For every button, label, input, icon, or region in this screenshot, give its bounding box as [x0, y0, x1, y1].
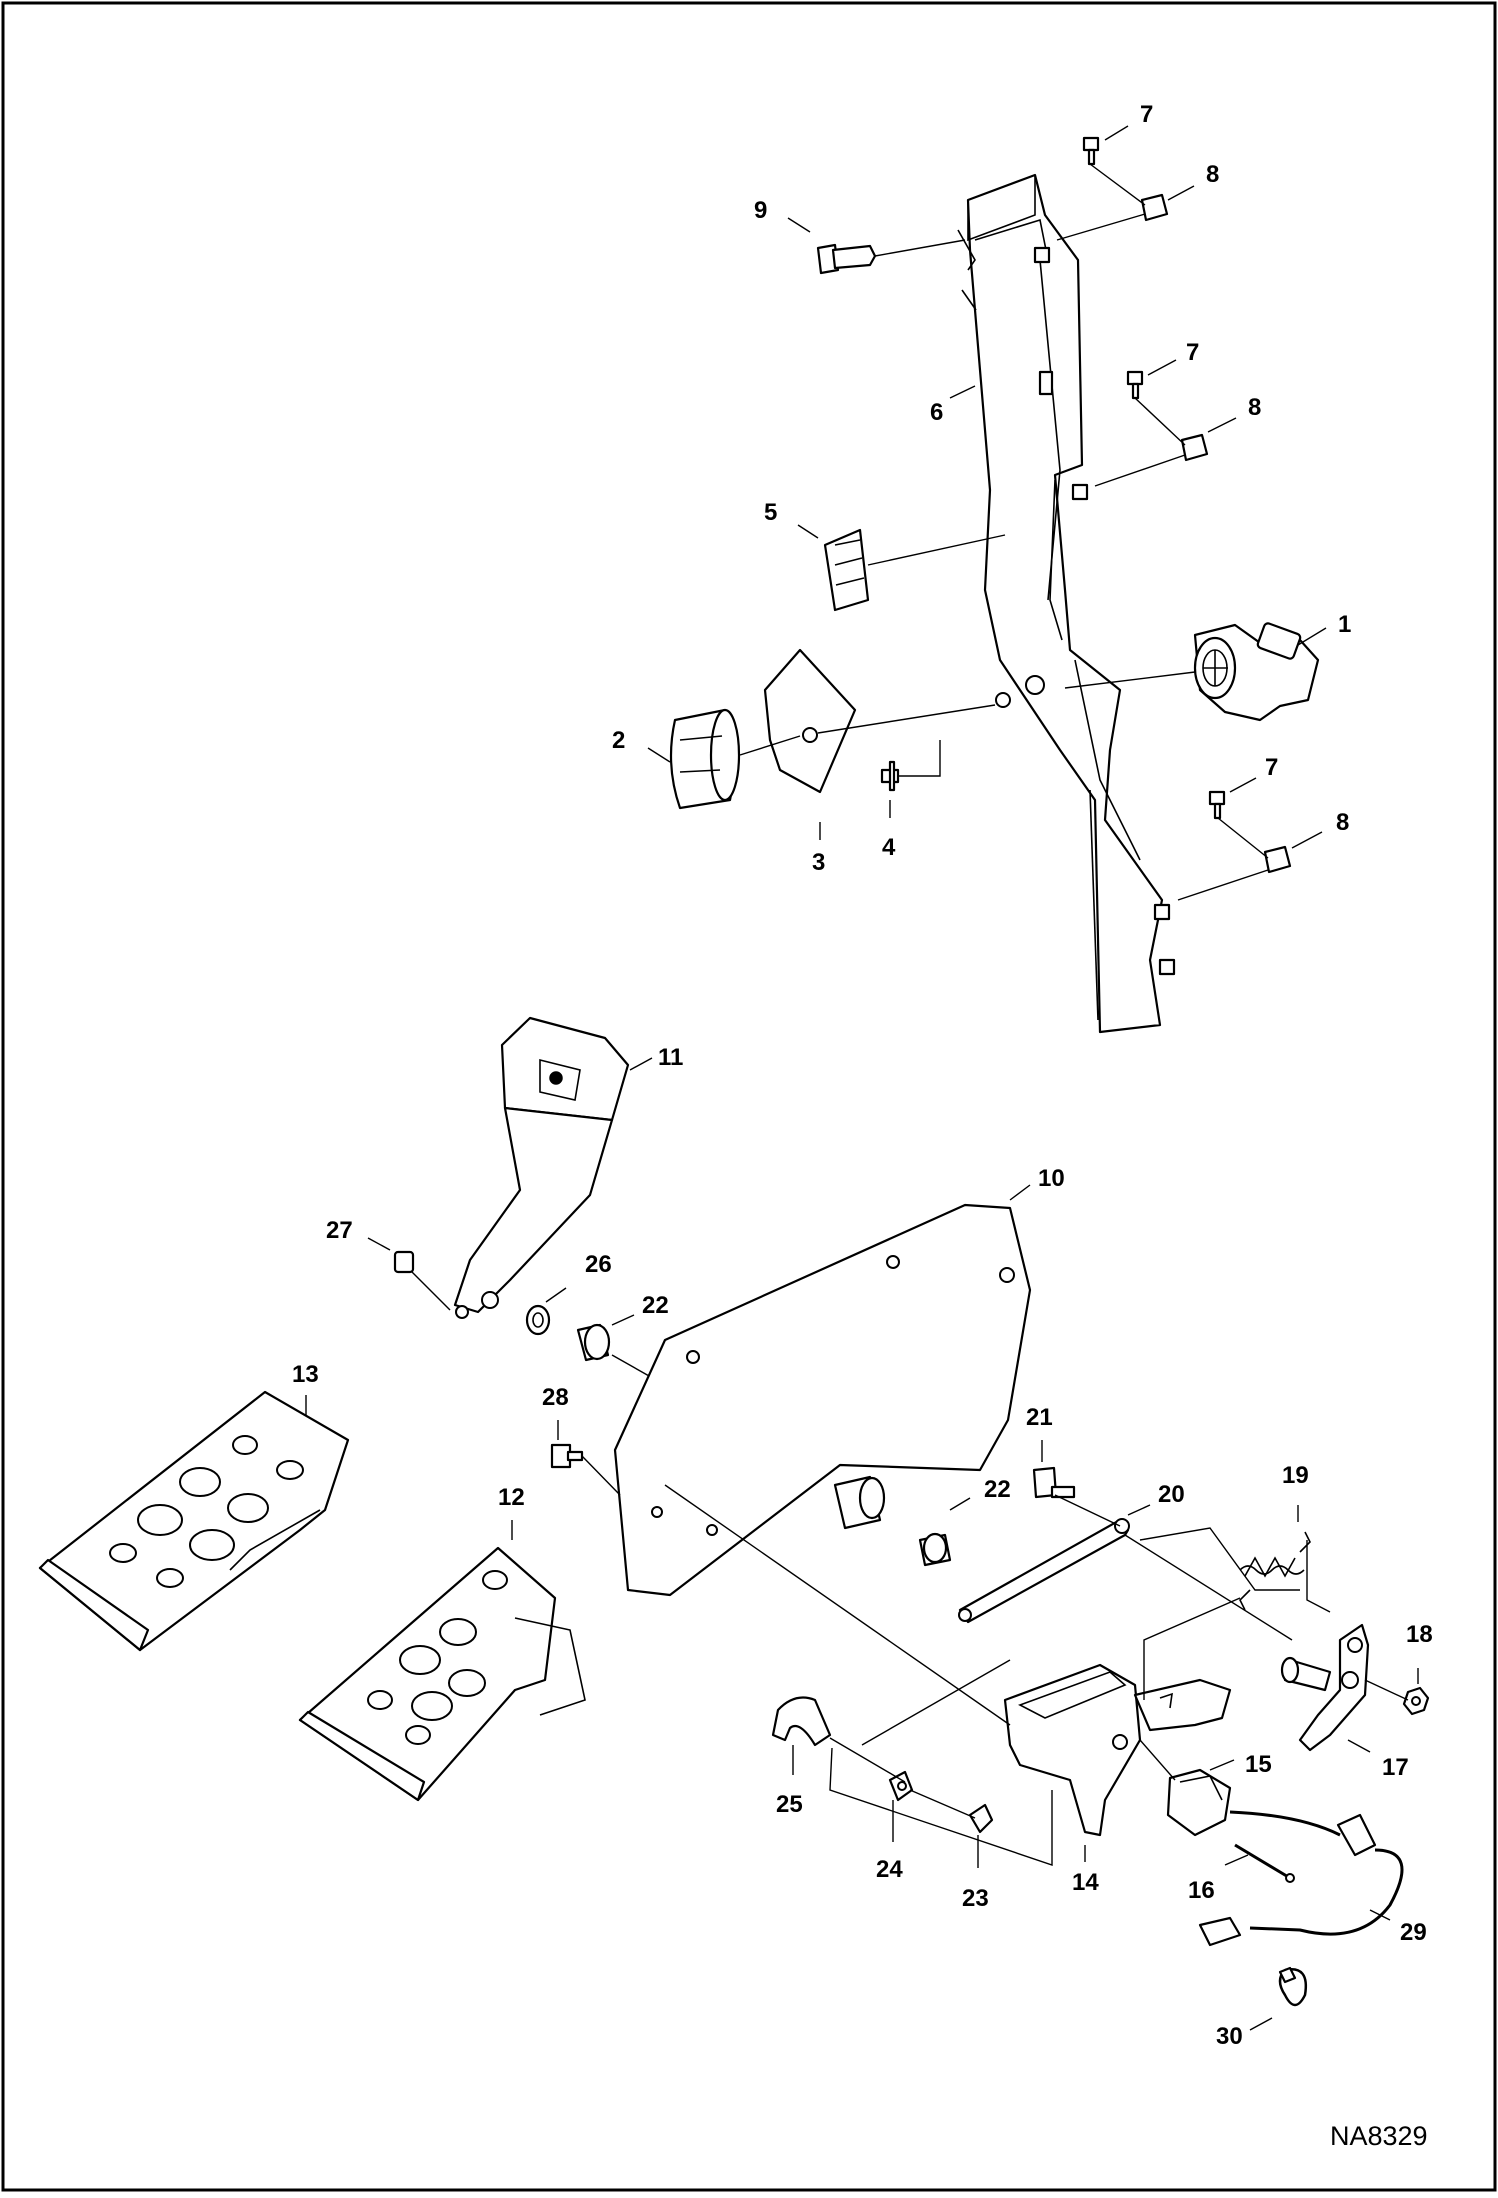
bracket-14	[1003, 1663, 1232, 1837]
callout-8-top: 8	[1206, 161, 1219, 188]
callout-3: 3	[812, 849, 825, 876]
bolt-9	[816, 239, 966, 275]
lower-assembly	[38, 1016, 1430, 2007]
callout-22-lower: 22	[984, 1476, 1011, 1503]
pedal-pad-13	[38, 1390, 350, 1652]
screw-4	[880, 740, 941, 792]
link-rod	[958, 1518, 1130, 1624]
callout-5: 5	[764, 499, 777, 526]
bolt-28	[550, 1443, 621, 1496]
drawing-id: NA8329	[1330, 2121, 1428, 2151]
callout-11: 11	[658, 1044, 683, 1071]
callout-13: 13	[292, 1361, 319, 1388]
callout-19: 19	[1282, 1462, 1309, 1489]
pedal-sensor	[1166, 1768, 1232, 1837]
bracket-column	[957, 173, 1176, 1034]
callout-7-top: 7	[1140, 101, 1153, 128]
fastener-set-middle	[1094, 370, 1209, 487]
callout-14: 14	[1072, 1869, 1099, 1896]
callout-9: 9	[754, 197, 767, 224]
callout-10: 10	[1038, 1165, 1065, 1192]
callout-15: 15	[1245, 1751, 1272, 1778]
callout-24: 24	[876, 1856, 903, 1883]
callout-4: 4	[882, 834, 896, 861]
callout-26: 26	[585, 1251, 612, 1278]
cable-tie	[1278, 1966, 1308, 2007]
sensor	[1064, 622, 1320, 722]
clip	[823, 528, 1006, 612]
callout-18: 18	[1406, 1621, 1433, 1648]
mounting-plate	[613, 1203, 1032, 1597]
pedal-pad-12	[298, 1546, 586, 1802]
callout-29: 29	[1400, 1919, 1427, 1946]
callout-2: 2	[612, 727, 625, 754]
pin-27	[393, 1250, 451, 1311]
callout-30: 30	[1216, 2023, 1243, 2050]
callout-17: 17	[1382, 1754, 1409, 1781]
spring	[1239, 1531, 1311, 1611]
callouts: 1 2 3 4 5 6 7 7 7 8 8 8 9	[292, 101, 1433, 2050]
bushing-upper	[576, 1323, 666, 1386]
callout-22-upper: 22	[642, 1292, 669, 1319]
ring-26	[525, 1304, 551, 1336]
callout-20: 20	[1158, 1481, 1185, 1508]
callout-16: 16	[1188, 1877, 1215, 1904]
callout-27: 27	[326, 1217, 353, 1244]
fastener-set-top	[1056, 136, 1169, 241]
callout-6: 6	[930, 399, 943, 426]
callout-7-bottom: 7	[1265, 754, 1278, 781]
upper-assembly	[669, 136, 1320, 1034]
callout-28: 28	[542, 1384, 569, 1411]
callout-23: 23	[962, 1885, 989, 1912]
bellcrank	[1280, 1623, 1370, 1752]
callout-8-middle: 8	[1248, 394, 1261, 421]
callout-7-middle: 7	[1186, 339, 1199, 366]
callout-21: 21	[1026, 1404, 1053, 1431]
tab-24	[888, 1770, 914, 1802]
plate	[739, 648, 996, 794]
callout-8-bottom: 8	[1336, 809, 1349, 836]
pin-16	[1234, 1843, 1295, 1883]
roller	[669, 708, 741, 810]
callout-25: 25	[776, 1791, 803, 1818]
callout-1: 1	[1338, 611, 1351, 638]
pin-21	[1032, 1466, 1076, 1499]
bushing-plate	[833, 1475, 952, 1567]
pedal-arm	[453, 1016, 630, 1319]
clip-25	[771, 1696, 832, 1747]
wire-harness	[1198, 1810, 1404, 1947]
nut-18	[1402, 1686, 1430, 1716]
callout-12: 12	[498, 1484, 525, 1511]
tab-23	[968, 1803, 994, 1834]
fastener-set-bottom	[1177, 790, 1292, 901]
